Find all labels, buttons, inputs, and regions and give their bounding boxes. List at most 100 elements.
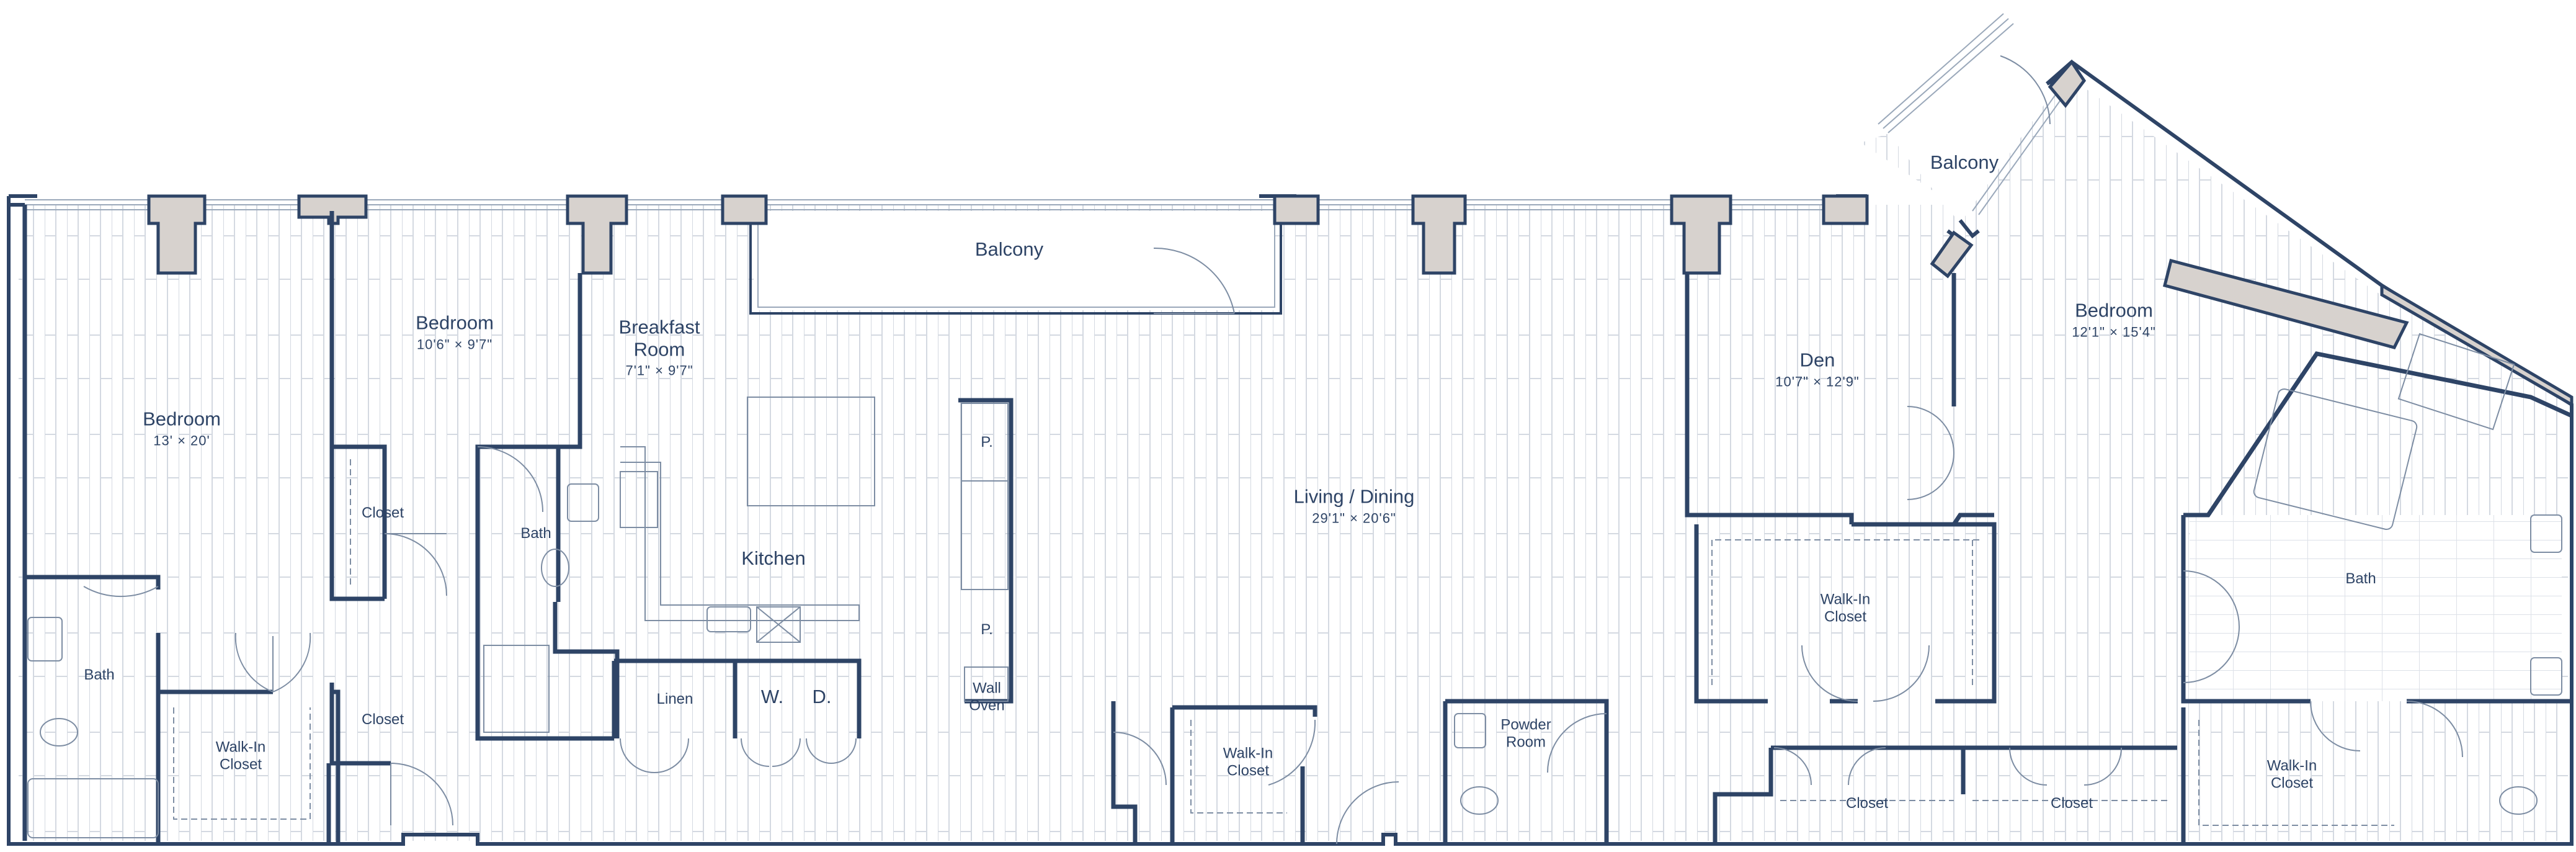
floors — [19, 19, 2568, 841]
room-name-line-2: Room — [633, 338, 685, 361]
door-laundry — [741, 738, 857, 767]
label-dryer: D. — [812, 686, 832, 708]
closet-shelves — [173, 459, 2394, 826]
door-closet-4 — [2009, 747, 2122, 786]
bath-3-shower — [2397, 333, 2515, 431]
bath-2-shower — [483, 645, 550, 733]
door-bath-2 — [477, 446, 543, 513]
dishwasher — [756, 606, 801, 643]
bath-3-tub — [2253, 388, 2418, 531]
label-powder-room: Powder Room — [1500, 716, 1551, 750]
door-walkin-center — [1113, 732, 1167, 786]
door-powder — [1547, 713, 1607, 773]
kitchen-island — [747, 397, 875, 506]
powder-sink — [1454, 713, 1486, 748]
label-line-1: Walk-In — [1223, 745, 1273, 762]
room-label-bedroom-north: Bedroom 10'6" × 9'7" — [416, 312, 494, 352]
bath-2-sink — [567, 483, 599, 522]
room-label-kitchen: Kitchen — [741, 547, 806, 570]
interior-walls — [22, 205, 2573, 844]
room-label-balcony-north: Balcony — [974, 238, 1044, 261]
label-bath-2: Bath — [520, 525, 551, 542]
floor-balcony-1 — [754, 211, 1275, 310]
room-name: Bedroom — [143, 408, 221, 430]
kitchen-sink — [706, 606, 751, 632]
door-bath-1 — [83, 586, 159, 598]
balcony-1-rail — [749, 214, 1282, 315]
door-closet-1 — [384, 533, 447, 596]
room-name: Den — [1799, 349, 1835, 371]
label-line-1: Wall — [973, 679, 1001, 697]
bath-2-toilet — [541, 549, 569, 587]
room-label-breakfast: Breakfast Room 7'1" × 9'7" — [619, 316, 700, 379]
room-dimensions: 7'1" × 9'7" — [625, 362, 693, 379]
bath-3-sink-2 — [2530, 657, 2562, 696]
door-walkin-1 — [234, 632, 274, 693]
label-line-1: Walk-In — [2266, 757, 2317, 774]
label-washer: W. — [760, 686, 784, 708]
label-linen: Linen — [656, 691, 693, 708]
room-name-line-1: Breakfast — [618, 316, 700, 338]
door-walkin-center-2 — [1268, 719, 1316, 786]
room-dimensions: 12'1" × 15'4" — [2072, 324, 2156, 340]
floor-bath-3 — [2190, 515, 2562, 701]
label-line-2: Room — [1505, 733, 1546, 750]
label-walkin-4: Walk-In Closet — [2267, 757, 2317, 791]
floor-main — [19, 205, 2177, 841]
room-name: Living / Dining — [1293, 485, 1415, 508]
label-line-2: Closet — [219, 756, 262, 773]
columns — [147, 59, 2574, 408]
room-label-den: Den 10'7" × 12'9" — [1775, 349, 1860, 390]
label-walkin-1: Walk-In Closet — [216, 738, 265, 773]
room-name: Bedroom — [2075, 299, 2153, 321]
room-dimensions: 10'6" × 9'7" — [416, 336, 493, 352]
cooktop — [620, 471, 658, 528]
room-dimensions: 13' × 20' — [153, 433, 210, 449]
room-label-balcony-east: Balcony — [1930, 151, 1999, 174]
door-closet-3 — [1773, 747, 1886, 786]
door-linen — [620, 738, 689, 773]
powder-toilet — [1460, 786, 1499, 815]
label-closet-4: Closet — [2050, 795, 2093, 812]
room-label-bedroom-west: Bedroom 13' × 20' — [143, 408, 221, 449]
label-bath-1: Bath — [84, 666, 115, 684]
pantry-2-box — [961, 480, 1009, 590]
label-line-2: Closet — [2270, 774, 2314, 791]
kitchen-fixtures — [620, 397, 1009, 702]
bath-fixtures — [27, 333, 2562, 838]
label-line-1: Powder — [1500, 716, 1551, 733]
bath-1-sink — [27, 617, 63, 661]
door-walkin-2 — [272, 632, 311, 693]
room-name: Bedroom — [416, 312, 494, 334]
label-closet-1: Closet — [361, 504, 404, 522]
door-walkin-4 — [2310, 701, 2361, 751]
room-dimensions: 29'1" × 20'6" — [1312, 510, 1396, 526]
room-label-bedroom-east: Bedroom 12'1" × 15'4" — [2072, 300, 2156, 340]
room-dimensions: 10'7" × 12'9" — [1775, 374, 1860, 390]
label-closet-2: Closet — [361, 711, 404, 729]
label-closet-3: Closet — [1845, 795, 1889, 812]
label-pantry-1: P. — [981, 434, 993, 451]
door-entry — [1336, 781, 1399, 845]
bath-3-sink-1 — [2530, 514, 2562, 553]
label-walkin-3: Walk-In Closet — [1821, 591, 1870, 625]
bath-3-toilet — [2499, 786, 2538, 815]
door-walkin-3 — [1801, 645, 1930, 702]
label-pantry-2: P. — [981, 621, 993, 639]
doors — [83, 406, 2463, 845]
bath-1-toilet — [40, 718, 78, 747]
label-line-2: Oven — [969, 697, 1005, 714]
balcony-2-door — [2000, 55, 2051, 125]
wall-oven-box — [964, 666, 1009, 702]
bath-1-tub — [27, 778, 159, 838]
label-walkin-2: Walk-In Closet — [1223, 745, 1273, 779]
label-line-1: Walk-In — [1820, 591, 1871, 608]
label-line-1: Walk-In — [215, 738, 266, 756]
door-den — [1907, 406, 1954, 500]
windows — [25, 13, 2072, 215]
door-closet-2 — [390, 763, 453, 826]
label-line-2: Closet — [1824, 608, 1867, 625]
kitchen-counter — [620, 446, 860, 621]
balcony-railings — [749, 55, 2051, 315]
